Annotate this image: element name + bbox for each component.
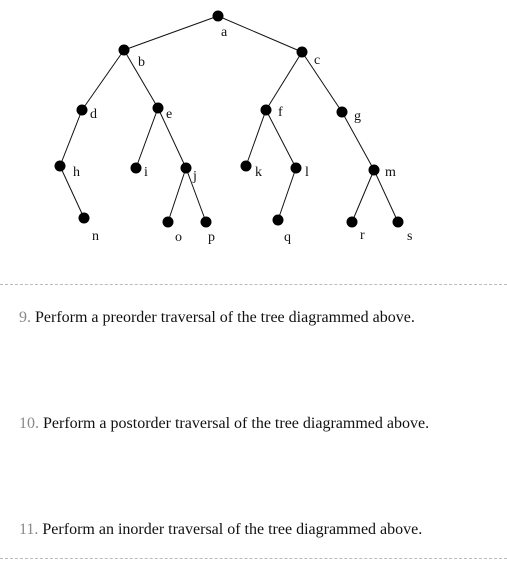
question-number: 9. [19,309,31,326]
edge-b-e [123,49,159,109]
node-label-k: k [255,165,262,180]
tree-node-c [296,46,308,58]
tree-node-m [368,164,380,176]
edge-d-h [59,109,83,167]
tree-node-e [152,102,164,114]
edge-e-j [157,107,187,169]
tree-node-s [392,216,404,228]
bottom-divider [0,558,507,559]
edge-c-f [265,51,303,111]
node-label-f: f [278,105,283,120]
node-label-p: p [208,230,215,245]
tree-node-q [272,214,284,226]
tree-node-o [162,216,174,228]
question-text: Perform a postorder traversal of the tre… [43,415,430,432]
edge-e-i [135,107,159,169]
tree-node-h [54,160,66,172]
tree-node-i [130,162,142,174]
edge-g-m [341,111,375,171]
question-number: 11. [19,521,39,538]
tree-diagram: a b c d e f g h n i j o p k l q m r s [54,10,412,245]
node-label-l: l [305,165,309,180]
tree-labels: a b c d e f g h n i j o p k l q m r s [73,25,412,245]
tree-node-b [118,44,130,56]
question-preorder: 9. Perform a preorder traversal of the t… [19,309,415,327]
edge-m-r [351,169,375,223]
question-number: 10. [19,415,39,432]
node-label-b: b [138,55,145,70]
edge-j-o [167,167,187,223]
edge-l-q [277,167,297,221]
edge-h-n [59,165,85,219]
node-label-g: g [354,109,361,124]
tree-node-a [212,10,224,22]
tree-node-r [346,216,358,228]
edge-a-c [217,15,303,53]
node-label-i: i [144,165,148,180]
tree-edges [59,15,399,223]
node-label-q: q [284,230,291,245]
node-label-d: d [90,107,97,122]
question-inorder: 11. Perform an inorder traversal of the … [19,521,422,539]
node-label-r: r [360,228,365,243]
node-label-c: c [314,53,320,68]
node-label-e: e [166,107,172,122]
edge-b-d [81,49,125,111]
node-label-j: j [192,169,197,184]
tree-node-d [76,104,88,116]
edge-f-l [265,109,297,169]
tree-node-n [78,212,90,224]
edge-j-p [185,167,207,223]
tree-node-k [240,160,252,172]
edge-c-g [301,51,343,113]
tree-nodes [54,10,404,228]
tree-node-l [290,162,302,174]
node-label-n: n [92,229,99,244]
node-label-s: s [407,229,412,244]
top-divider [0,284,507,285]
edge-f-k [245,109,267,167]
node-label-o: o [175,230,182,245]
tree-node-g [336,106,348,118]
question-postorder: 10. Perform a postorder traversal of the… [19,415,429,433]
tree-node-f [260,104,272,116]
node-label-a: a [221,25,228,40]
tree-node-j [180,162,192,174]
question-text: Perform a preorder traversal of the tree… [35,309,415,326]
tree-node-p [200,216,212,228]
edge-a-b [123,15,219,51]
edge-m-s [373,169,399,223]
node-label-m: m [385,165,396,180]
node-label-h: h [73,165,80,180]
question-text: Perform an inorder traversal of the tree… [42,521,423,538]
